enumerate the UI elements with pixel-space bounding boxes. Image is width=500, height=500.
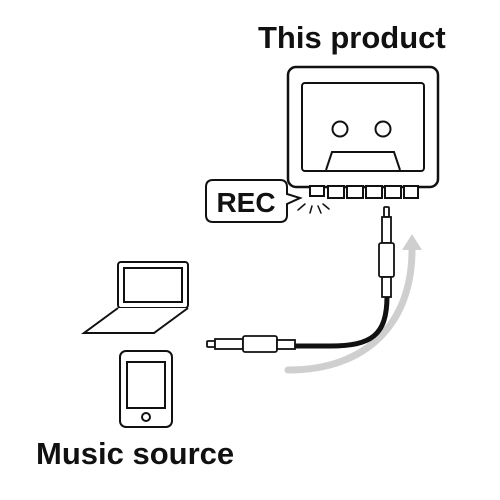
upper-plug-icon [378, 206, 395, 298]
cassette-device-icon [286, 65, 440, 199]
smartphone-icon [119, 350, 173, 428]
laptop-icon [80, 261, 189, 334]
left-plug-icon [206, 335, 296, 353]
rec-label: REC [216, 187, 275, 218]
product-title: This product [258, 20, 446, 55]
rec-indicator: REC [205, 179, 303, 223]
audio-cable [291, 293, 390, 349]
source-title: Music source [36, 436, 235, 471]
flow-arrow [284, 234, 422, 374]
rec-light-rays [297, 203, 330, 214]
